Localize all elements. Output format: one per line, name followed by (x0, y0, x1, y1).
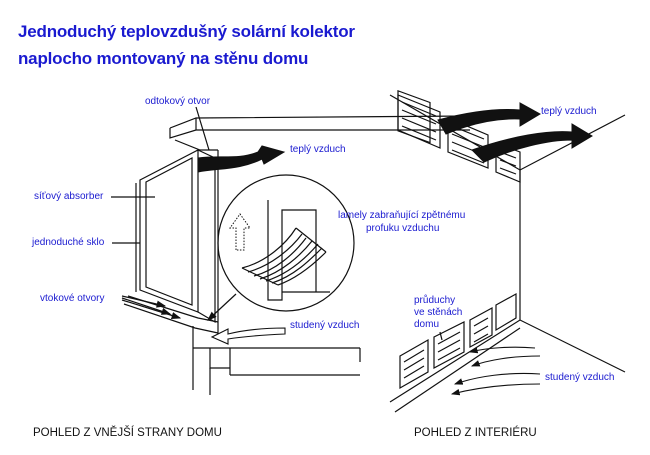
label-slats-line-2: profuku vzduchu (366, 223, 440, 234)
caption-interior-view: POHLED Z INTERIÉRU (414, 427, 537, 439)
label-outlet: odtokový otvor (145, 96, 211, 107)
label-cold-air-left: studený vzduch (290, 320, 360, 331)
title-line-1: Jednoduchý teplovzdušný solární kolektor (18, 22, 355, 41)
label-mesh-absorber: síťový absorber (34, 191, 104, 202)
warm-air-arrow-left (197, 145, 286, 173)
warm-air-arrows-right (437, 102, 593, 163)
magnifier-airflow-arrow (229, 213, 251, 251)
label-warm-air-left: teplý vzduch (290, 144, 346, 155)
outside-view-drawing (111, 106, 471, 395)
slat-detail-magnifier (207, 174, 355, 321)
caption-outside-view: POHLED Z VNĚJŠÍ STRANY DOMU (33, 427, 222, 439)
label-vents-line-2: ve stěnách (414, 307, 463, 318)
label-single-glass: jednoduché sklo (32, 237, 105, 248)
label-vents-line-1: průduchy (414, 295, 456, 306)
cold-air-arrows-right (450, 346, 541, 396)
title-line-2: naplocho montovaný na stěnu domu (18, 49, 309, 68)
label-inlets: vtokové otvory (40, 293, 105, 304)
interior-view-drawing (389, 90, 626, 413)
label-vents-line-3: domu (414, 319, 440, 330)
label-slats-line-1: lamely zabraňující zpětnému (338, 210, 466, 221)
cold-air-arrow-left (210, 327, 286, 345)
label-cold-air-right: studený vzduch (545, 372, 615, 383)
label-warm-air-right: teplý vzduch (541, 106, 597, 117)
